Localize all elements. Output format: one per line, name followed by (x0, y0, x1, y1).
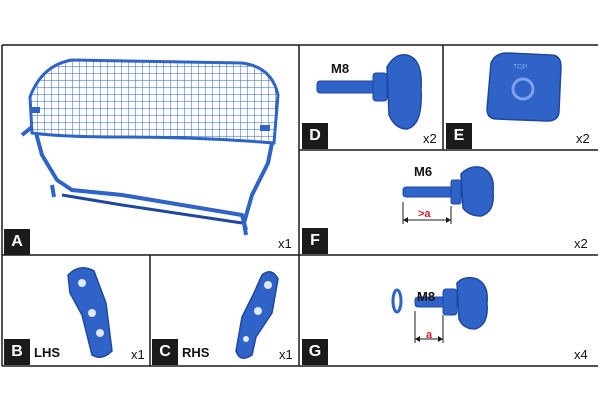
left-mounting-bracket-icon (67, 267, 113, 358)
part-g-cell: M8 a G x4 (299, 255, 598, 366)
dimension-label-g: a (426, 329, 433, 341)
part-label-f: F (302, 228, 328, 254)
quantity-b: x1 (131, 347, 145, 362)
quantity-a: x1 (278, 236, 292, 251)
part-c-cell: C RHS x1 (150, 255, 299, 366)
knob-bolt-icon (402, 166, 495, 224)
part-b-cell: B LHS x1 (2, 255, 150, 366)
side-label-c: RHS (182, 345, 210, 360)
cover-cap-icon: TOP (486, 52, 562, 122)
quantity-d: x2 (423, 131, 437, 146)
svg-text:TOP: TOP (513, 64, 528, 71)
cargo-barrier-grille-icon (20, 58, 280, 236)
part-label-c: C (152, 339, 178, 365)
quantity-f: x2 (574, 236, 588, 251)
part-label-d: D (302, 123, 328, 149)
side-label-b: LHS (34, 345, 60, 360)
part-a-cell: A x1 (2, 45, 299, 255)
quantity-c: x1 (279, 347, 293, 362)
part-f-cell: M6 >a F x2 (299, 150, 598, 255)
part-label-a: A (4, 229, 30, 255)
thread-size-f: M6 (414, 164, 433, 179)
part-e-cell: TOP E x2 (443, 45, 598, 150)
thread-size-d: M8 (331, 61, 350, 76)
thread-size-g: M8 (417, 289, 436, 304)
dimension-label-f: >a (418, 208, 431, 220)
knob-bolt-with-washer-icon (391, 276, 489, 343)
part-d-cell: M8 D x2 (299, 45, 443, 150)
part-label-e: E (446, 123, 472, 149)
part-label-b: B (4, 339, 30, 365)
quantity-g: x4 (574, 347, 588, 362)
right-mounting-bracket-icon (235, 271, 279, 359)
part-label-g: G (302, 339, 328, 365)
quantity-e: x2 (576, 131, 590, 146)
knob-bolt-icon (316, 54, 422, 130)
